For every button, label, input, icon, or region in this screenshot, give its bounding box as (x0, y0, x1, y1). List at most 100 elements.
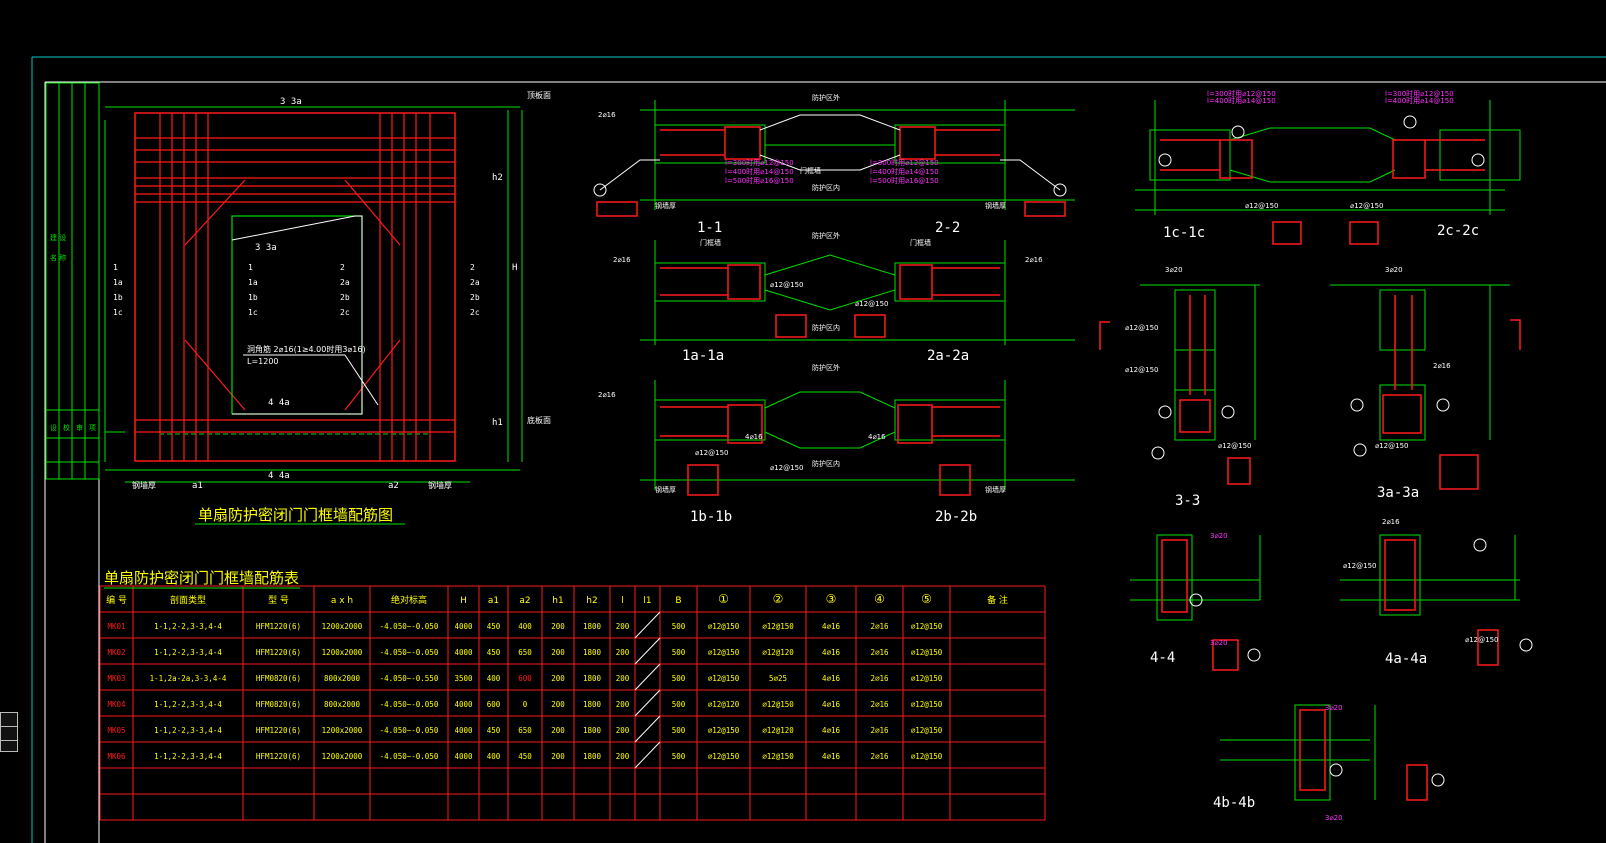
svg-text:2: 2 (470, 263, 475, 272)
table-cell: HFM1220(6) (256, 752, 301, 761)
table-cell: 200 (551, 726, 565, 735)
table-cell: 400 (518, 622, 532, 631)
table-cell: MK02 (107, 648, 125, 657)
table-cell: 2⌀16 (870, 622, 889, 631)
table-header-cell: 备 注 (987, 594, 1008, 606)
sec-bar-4: 2⌀16 (598, 391, 616, 399)
table-header-cell: 剖面类型 (170, 594, 206, 606)
table-cell: 1800 (583, 648, 602, 657)
table-cell: 1-1,2-2,3-3,4-4 (154, 752, 222, 761)
elev-dim-inner-bottom: 4 4a (268, 398, 290, 408)
elev-bottom-label: 底板面 (527, 415, 551, 425)
section-3a-3a-label: 3a-3a (1377, 485, 1419, 501)
table-cell: ⌀12@120 (762, 726, 794, 735)
elev-wall-left: 钢墙厚 (132, 480, 156, 490)
section-1-1-label: 1-1 (697, 220, 722, 236)
elev-dim-h2: h2 (492, 173, 503, 183)
r-bar-7: 2⌀16 (1433, 362, 1451, 370)
sec-frame-3: 门框墙 (910, 238, 931, 247)
sec-bar-8: ⌀12@150 (770, 464, 803, 472)
sec-bar-10: 4⌀16 (868, 433, 886, 441)
table-cell: ⌀12@120 (762, 648, 794, 657)
table-cell: 1800 (583, 700, 602, 709)
sec-note-l500-b: l=500时用⌀16@150 (725, 176, 794, 185)
table-cell: 1200x2000 (322, 752, 363, 761)
sec-prot-outside-2: 防护区外 (812, 231, 840, 240)
table-cell: 1800 (583, 674, 602, 683)
table-cell: 600 (518, 674, 532, 683)
sec-prot-outside-3: 防护区外 (812, 363, 840, 372)
table-cell: -4.050~-0.550 (380, 674, 439, 683)
svg-text:2a: 2a (470, 278, 480, 287)
r-note-6: 3⌀20 (1210, 639, 1228, 647)
table-header-cell: H (460, 596, 467, 606)
table-header-cell: ⑤ (921, 592, 932, 606)
table-cell: 200 (551, 752, 565, 761)
table-cell: -4.050~-0.050 (380, 752, 439, 761)
table-header-cell: a x h (331, 596, 353, 606)
elev-dim-a2: a2 (388, 481, 399, 491)
section-2a-2a-label: 2a-2a (927, 348, 969, 364)
sec-bar-9: 4⌀16 (745, 433, 763, 441)
table-cell: 200 (551, 674, 565, 683)
section-group-right (1099, 100, 1533, 801)
table-cell: -4.050~-0.050 (380, 700, 439, 709)
layout-tab-icon[interactable] (0, 712, 18, 752)
table-cell: 1800 (583, 622, 602, 631)
table-cell: 1200x2000 (322, 726, 363, 735)
table-cell: 450 (487, 622, 501, 631)
table-cell: 4⌀16 (822, 700, 841, 709)
elev-note-2: L=1200 (247, 357, 279, 366)
table-cell: 1-1,2-2,3-3,4-4 (154, 726, 222, 735)
table-cell: 200 (616, 726, 630, 735)
elev-left-marks: 1 1a 1b 1c (113, 263, 123, 317)
r-bar-3: ⌀12@150 (1125, 324, 1158, 332)
sec-note-l400-a: l=400时用⌀14@150 (870, 167, 939, 176)
section-4-4-label: 4-4 (1150, 650, 1175, 666)
table-cell: 500 (672, 622, 686, 631)
table-cell: -4.050~-0.050 (380, 726, 439, 735)
sec-frame-2: 门框墙 (700, 238, 721, 247)
svg-text:1: 1 (248, 263, 253, 272)
r-note-3: l=300时用⌀12@150 (1385, 89, 1454, 98)
table-cell: 200 (616, 752, 630, 761)
table-cell: ⌀12@150 (708, 726, 740, 735)
table-cell: 500 (672, 648, 686, 657)
elev-dim-a1: a1 (192, 481, 203, 491)
table-cell: ⌀12@150 (708, 674, 740, 683)
table-cell: ⌀12@150 (911, 622, 943, 631)
svg-text:项: 项 (89, 424, 96, 432)
svg-text:2c: 2c (340, 308, 350, 317)
table-cell: 200 (616, 622, 630, 631)
table-cell: ⌀12@150 (762, 622, 794, 631)
table-header-cell: ③ (826, 592, 837, 606)
table-cell: ⌀12@150 (762, 700, 794, 709)
table-cell: 800x2000 (324, 700, 361, 709)
table-header-cell: l1 (643, 596, 651, 606)
svg-text:2c: 2c (470, 308, 480, 317)
table-header-cell: h1 (552, 596, 563, 606)
table-cell: ⌀12@150 (708, 752, 740, 761)
table-cell: -4.050~-0.050 (380, 648, 439, 657)
sec-prot-inside-3: 防护区内 (812, 459, 840, 468)
sec-note-l400-b: l=400时用⌀14@150 (725, 167, 794, 176)
table-header-cell: 绝对标高 (391, 594, 427, 606)
table-cell: 4⌀16 (822, 674, 841, 683)
svg-text:审: 审 (76, 423, 83, 432)
table-cell: MK03 (107, 674, 125, 683)
r-note-5: 3⌀20 (1210, 532, 1228, 540)
table-cell: 200 (551, 648, 565, 657)
table-cell: ⌀12@150 (911, 726, 943, 735)
svg-text:1: 1 (113, 263, 118, 272)
sec-frame-1: 门框墙 (800, 166, 821, 175)
section-1b-1b-label: 1b-1b (690, 509, 732, 525)
rebar-table-grid (99, 585, 1046, 821)
table-cell: MK04 (107, 700, 126, 709)
svg-text:1c: 1c (113, 308, 123, 317)
svg-text:2b: 2b (470, 293, 480, 302)
table-cell: HFM0820(6) (256, 674, 301, 683)
section-2b-2b-label: 2b-2b (935, 509, 977, 525)
r-bar-1: ⌀12@150 (1245, 202, 1278, 210)
r-bar-11: 3⌀20 (1165, 266, 1183, 274)
left-title-strip (45, 82, 100, 480)
